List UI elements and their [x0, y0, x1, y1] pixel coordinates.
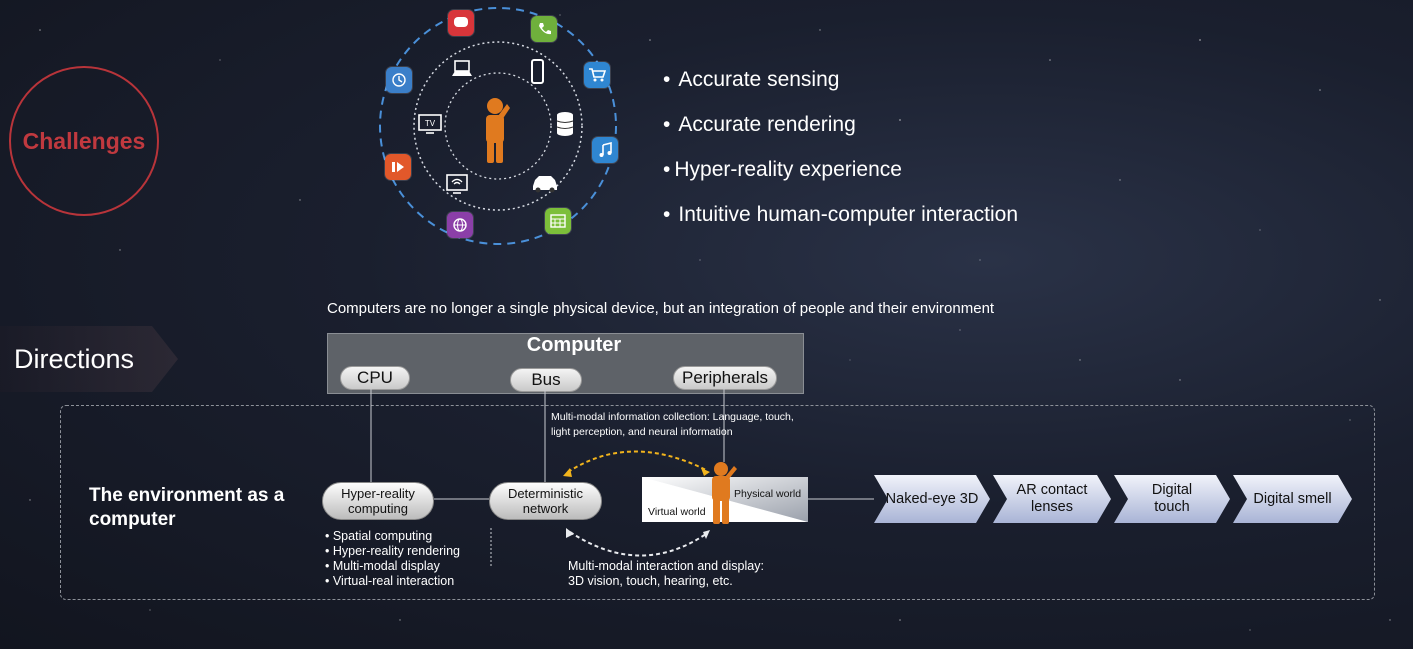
video-icon: [385, 154, 411, 180]
directions-label: Directions: [14, 344, 135, 374]
smartphone-icon: [531, 59, 544, 84]
svg-text:TV: TV: [425, 119, 436, 128]
interaction-note: Multi-modal interaction and display: 3D …: [568, 559, 764, 588]
physical-world-label: Physical world: [734, 488, 802, 500]
directions-tab: [0, 326, 178, 392]
outer-orbit: [379, 7, 617, 245]
person-icon: [712, 462, 737, 524]
wifi-monitor-icon: [446, 174, 468, 194]
globe-icon: [447, 212, 473, 238]
computer-title: Computer: [526, 334, 622, 356]
virtual-world-label: Virtual world: [648, 506, 706, 518]
tv-icon: TV: [418, 114, 442, 134]
feature-item: • Multi-modal display: [325, 559, 440, 573]
environment-label: The environment as a computer: [89, 485, 285, 530]
collection-arrow: [567, 450, 707, 473]
interaction-arrow: [569, 531, 707, 557]
challenges-badge: Challenges: [9, 66, 159, 216]
challenges-label: Challenges: [22, 127, 146, 154]
cpu-pill: CPU: [340, 366, 410, 390]
calendar-icon: [545, 208, 571, 234]
collection-note: Multi-modal information collection: Lang…: [551, 411, 794, 438]
feature-item: • Virtual-real interaction: [325, 574, 455, 588]
environment-box: [60, 405, 1375, 600]
tech-naked-eye-3d: Naked-eye 3D: [874, 475, 990, 523]
core-orbit: [444, 72, 552, 180]
feature-item: • Spatial computing: [325, 529, 433, 543]
phone-icon: [531, 16, 557, 42]
laptop-icon: [452, 60, 472, 76]
device-orbit-diagram: [379, 7, 617, 245]
inner-orbit: [413, 41, 583, 211]
database-icon: [556, 112, 574, 136]
bullet-item: •Accurate rendering: [663, 113, 856, 136]
bullet-item: •Accurate sensing: [663, 68, 840, 91]
music-icon: [592, 137, 618, 163]
peripherals-pill: Peripherals: [673, 366, 777, 390]
bus-pill: Bus: [510, 368, 582, 392]
message-icon: [448, 10, 474, 36]
tech-digital-smell: Digital smell: [1233, 475, 1352, 523]
car-icon: [533, 176, 557, 193]
clock-icon: [386, 67, 412, 93]
directions-subtitle: Computers are no longer a single physica…: [327, 300, 995, 317]
person-icon: [486, 98, 510, 163]
hyper-reality-feature-list: • Spatial computing • Hyper-reality rend…: [325, 529, 460, 589]
feature-item: • Hyper-reality rendering: [325, 544, 460, 558]
bullet-item: •Intuitive human-computer interaction: [663, 203, 1019, 226]
bullet-item: •Hyper-reality experience: [663, 158, 902, 181]
cart-icon: [584, 62, 610, 88]
